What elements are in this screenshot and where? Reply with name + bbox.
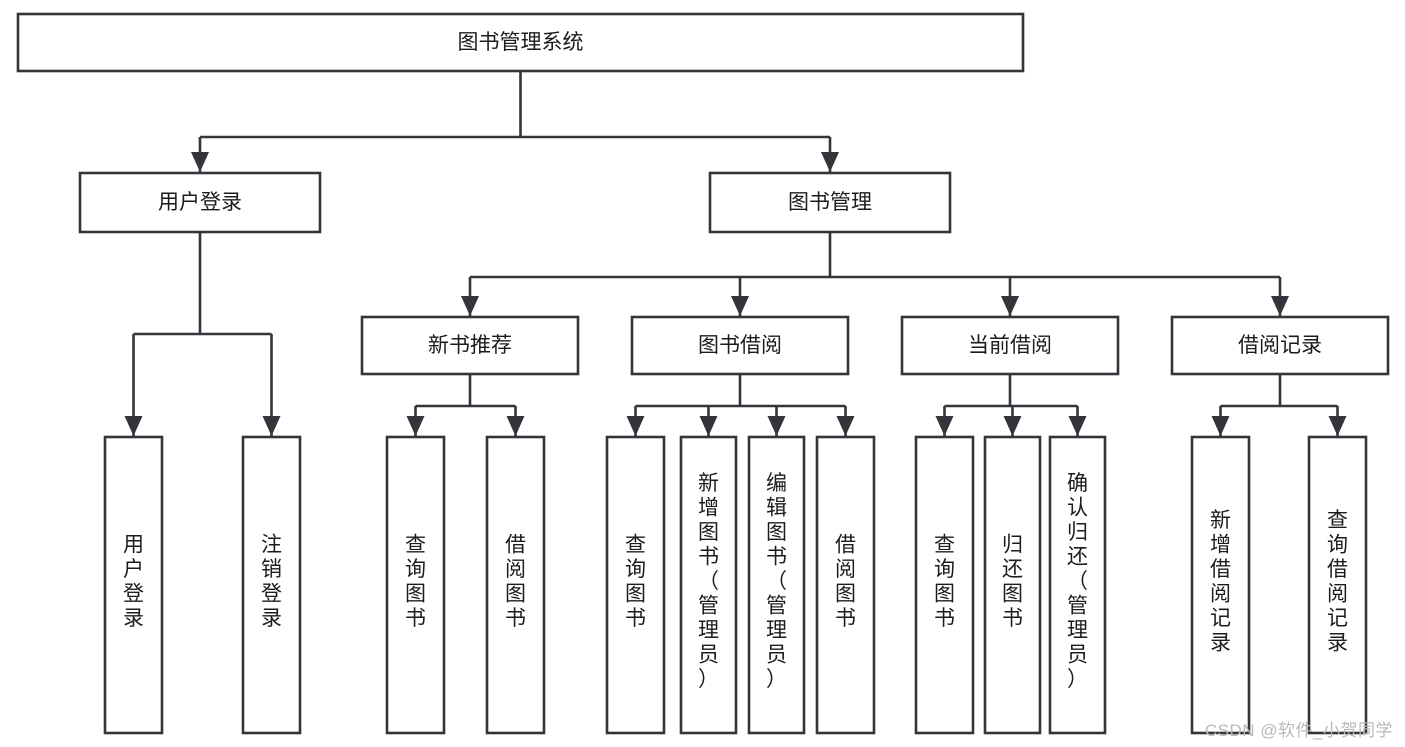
watermark-label: CSDN @软件_小贺同学 xyxy=(1204,721,1393,740)
node-leaf-logout-box[interactable] xyxy=(241,435,302,735)
node-leaf-user-login[interactable]: 用户登录 xyxy=(103,435,164,735)
node-leaf-borrow-book[interactable]: 借阅图书 xyxy=(815,435,876,735)
node-leaf-return-book-label: 归还图书 xyxy=(1002,533,1023,630)
arrow-head-icon xyxy=(731,296,749,316)
node-new-book-recommend-label: 新书推荐 xyxy=(428,334,512,357)
node-leaf-user-login-box[interactable] xyxy=(103,435,164,735)
node-leaf-edit-book-box[interactable] xyxy=(747,435,806,735)
node-current-borrow[interactable]: 当前借阅 xyxy=(900,315,1120,376)
node-leaf-return-book-box[interactable] xyxy=(983,435,1042,735)
node-book-borrow-label: 图书借阅 xyxy=(698,334,782,357)
node-leaf-add-book-label: 新增图书（管理员） xyxy=(698,472,719,691)
arrow-head-icon xyxy=(935,416,954,436)
node-book-manage-box[interactable] xyxy=(708,171,952,234)
node-leaf-query-book-rec-label: 查询图书 xyxy=(405,533,426,630)
arrow-head-icon xyxy=(699,416,718,436)
arrow-head-icon xyxy=(1068,416,1087,436)
node-leaf-edit-book-label: 编辑图书（管理员） xyxy=(766,472,787,691)
node-current-borrow-label: 当前借阅 xyxy=(968,334,1052,357)
node-book-manage-label: 图书管理 xyxy=(788,191,872,214)
node-leaf-return-book[interactable]: 归还图书 xyxy=(983,435,1042,735)
arrow-head-icon xyxy=(821,152,839,172)
node-leaf-confirm-return[interactable]: 确认归还（管理员） xyxy=(1048,435,1107,735)
node-root-root-label: 图书管理系统 xyxy=(458,31,584,54)
arrow-head-icon xyxy=(1211,416,1230,436)
node-leaf-query-book-borrow-label: 查询图书 xyxy=(625,533,646,630)
node-leaf-borrow-book-label: 借阅图书 xyxy=(835,533,856,630)
arrow-head-icon xyxy=(1003,416,1022,436)
node-leaf-edit-book[interactable]: 编辑图书（管理员） xyxy=(747,435,806,735)
arrow-head-icon xyxy=(461,296,479,316)
node-leaf-query-book-cur-box[interactable] xyxy=(914,435,975,735)
node-leaf-query-book-borrow-box[interactable] xyxy=(605,435,666,735)
arrow-head-icon xyxy=(191,152,209,172)
node-leaf-query-record[interactable]: 查询借阅记录 xyxy=(1307,435,1368,735)
node-borrow-record[interactable]: 借阅记录 xyxy=(1170,315,1390,376)
connector-lines xyxy=(124,71,1347,436)
node-new-book-recommend[interactable]: 新书推荐 xyxy=(360,315,580,376)
node-book-borrow-box[interactable] xyxy=(630,315,850,376)
node-leaf-borrow-book-rec-box[interactable] xyxy=(485,435,546,735)
node-leaf-logout[interactable]: 注销登录 xyxy=(241,435,302,735)
node-borrow-record-label: 借阅记录 xyxy=(1238,334,1322,357)
arrow-head-icon xyxy=(262,416,281,436)
node-leaf-borrow-book-rec[interactable]: 借阅图书 xyxy=(485,435,546,735)
node-leaf-user-login-label: 用户登录 xyxy=(123,533,144,630)
arrow-head-icon xyxy=(124,416,143,436)
node-user-login[interactable]: 用户登录 xyxy=(78,171,322,234)
node-user-login-label: 用户登录 xyxy=(158,191,242,214)
node-leaf-query-record-box[interactable] xyxy=(1307,435,1368,735)
node-user-login-box[interactable] xyxy=(78,171,322,234)
node-leaf-add-record-label: 新增借阅记录 xyxy=(1210,509,1231,655)
node-leaf-borrow-book-box[interactable] xyxy=(815,435,876,735)
arrow-head-icon xyxy=(767,416,786,436)
node-leaf-logout-label: 注销登录 xyxy=(261,533,282,630)
arrow-head-icon xyxy=(836,416,855,436)
node-leaf-add-record-box[interactable] xyxy=(1190,435,1251,735)
arrow-head-icon xyxy=(1271,296,1289,316)
arrow-head-icon xyxy=(626,416,645,436)
node-boxes: 图书管理系统用户登录图书管理新书推荐图书借阅当前借阅借阅记录用户登录注销登录查询… xyxy=(16,12,1390,735)
node-leaf-add-record[interactable]: 新增借阅记录 xyxy=(1190,435,1251,735)
node-leaf-add-book-box[interactable] xyxy=(679,435,738,735)
node-leaf-query-book-cur[interactable]: 查询图书 xyxy=(914,435,975,735)
node-new-book-recommend-box[interactable] xyxy=(360,315,580,376)
node-leaf-query-book-borrow[interactable]: 查询图书 xyxy=(605,435,666,735)
node-leaf-confirm-return-box[interactable] xyxy=(1048,435,1107,735)
node-leaf-query-book-rec-box[interactable] xyxy=(385,435,446,735)
node-leaf-borrow-book-rec-label: 借阅图书 xyxy=(505,533,526,630)
node-book-borrow[interactable]: 图书借阅 xyxy=(630,315,850,376)
arrow-head-icon xyxy=(1001,296,1019,316)
node-root-root-box[interactable] xyxy=(16,12,1025,73)
node-borrow-record-box[interactable] xyxy=(1170,315,1390,376)
arrow-head-icon xyxy=(1328,416,1347,436)
node-leaf-add-book[interactable]: 新增图书（管理员） xyxy=(679,435,738,735)
arrow-head-icon xyxy=(406,416,425,436)
node-current-borrow-box[interactable] xyxy=(900,315,1120,376)
node-leaf-query-book-rec[interactable]: 查询图书 xyxy=(385,435,446,735)
node-root-root[interactable]: 图书管理系统 xyxy=(16,12,1025,73)
node-leaf-query-record-label: 查询借阅记录 xyxy=(1327,509,1348,655)
node-book-manage[interactable]: 图书管理 xyxy=(708,171,952,234)
node-leaf-confirm-return-label: 确认归还（管理员） xyxy=(1067,472,1088,691)
arrow-head-icon xyxy=(506,416,525,436)
node-leaf-query-book-cur-label: 查询图书 xyxy=(934,533,955,630)
